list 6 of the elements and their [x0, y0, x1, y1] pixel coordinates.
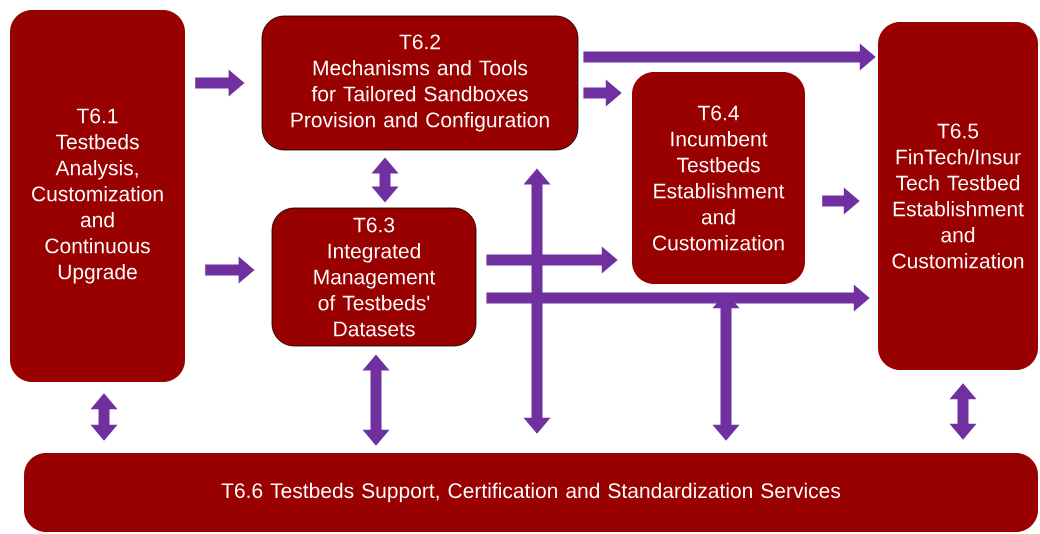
task-box: T6.4 Incumbent Testbeds Establishment and Customization: [632, 72, 805, 284]
task-box: T6.3 Integrated Management of Testbeds' Datasets: [271, 207, 477, 347]
task-box: T6.2 Mechanisms and Tools for Tailored Sandboxes Provision and Configuration: [261, 15, 579, 151]
task-box: T6.1 Testbeds Analysis, Customization and Continuous Upgrade: [10, 10, 185, 382]
services-bar: T6.6 Testbeds Support, Certification and Standardization Services: [24, 453, 1038, 532]
task-box: T6.5 FinTech/Insur Tech Testbed Establishment and Customization: [878, 22, 1038, 370]
